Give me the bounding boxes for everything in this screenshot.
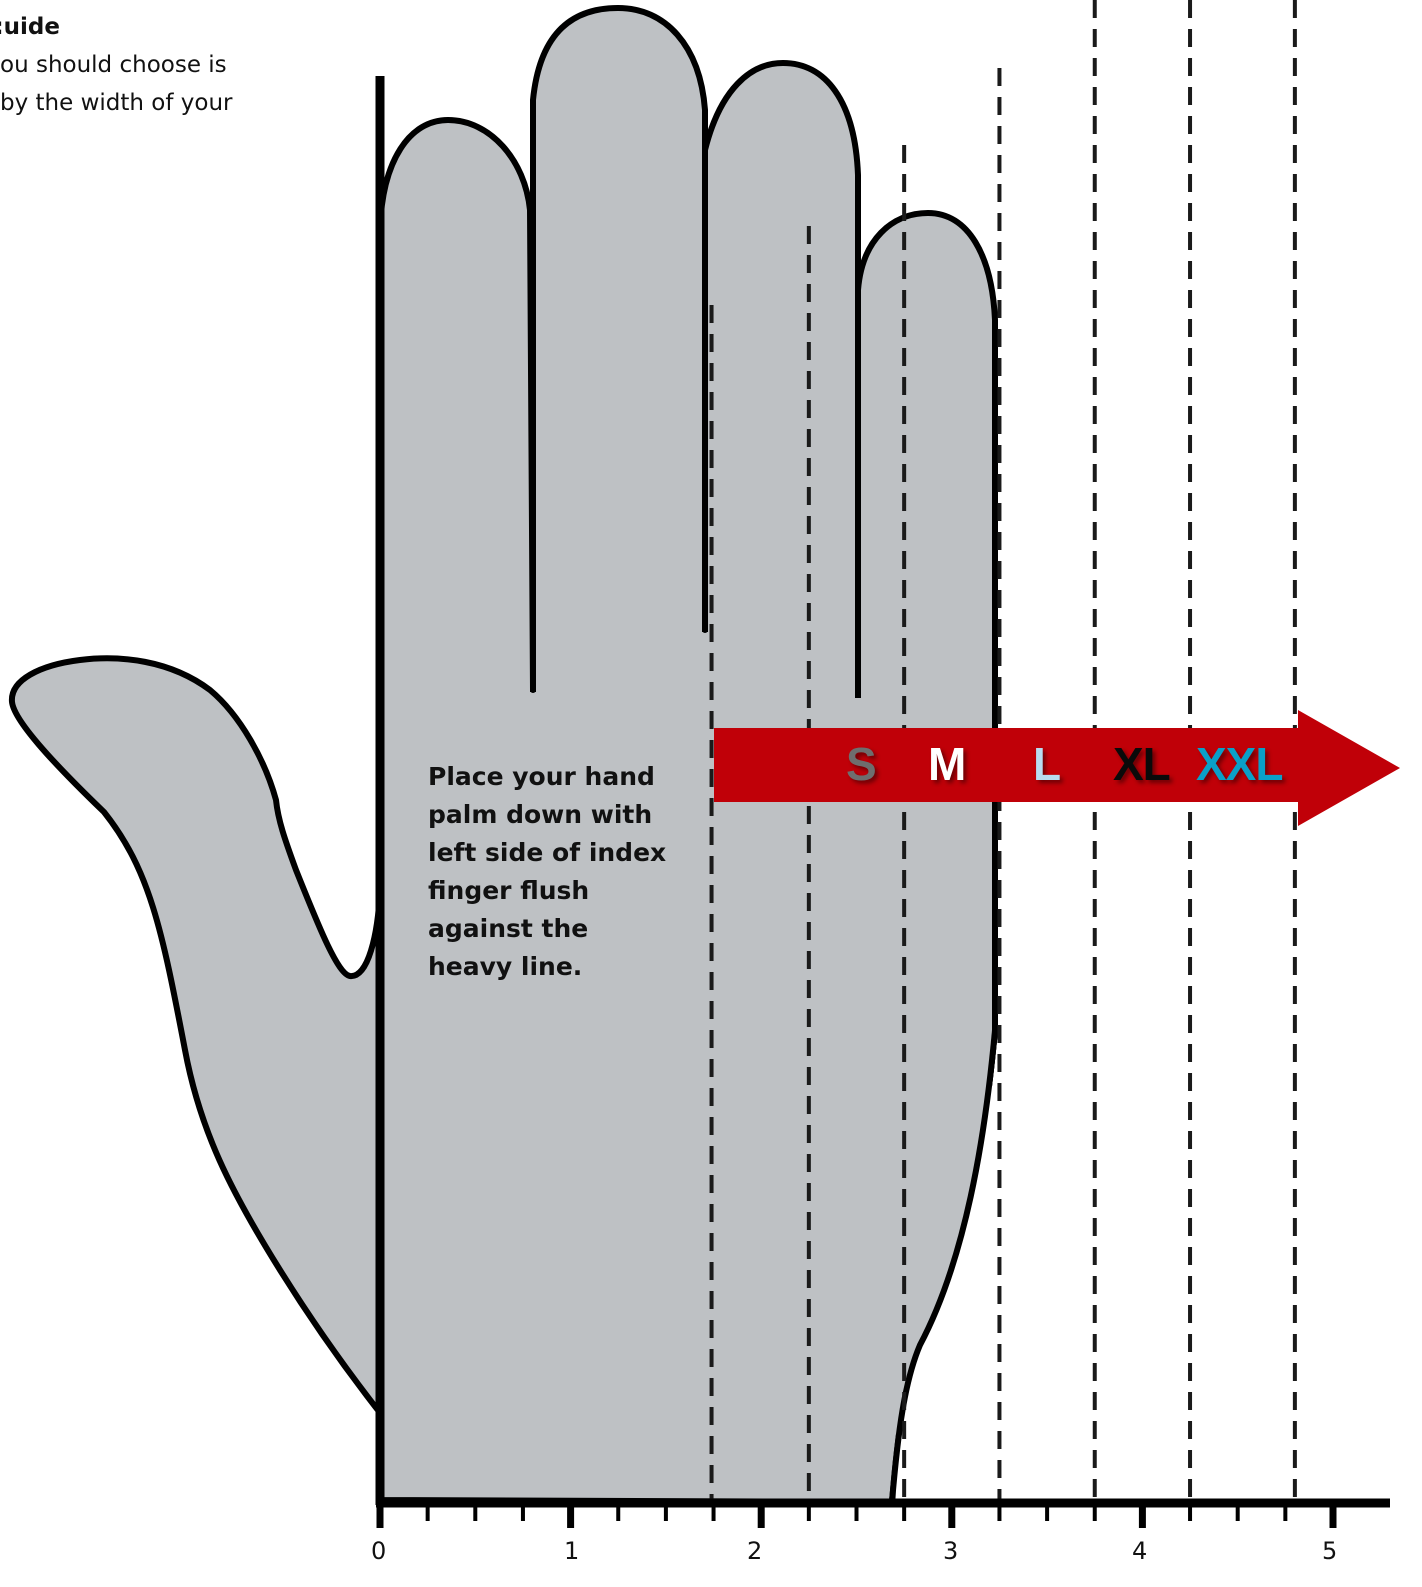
instruction-line: against the	[428, 910, 728, 948]
instruction-line: heavy line.	[428, 948, 728, 986]
guide-text-line: ou should choose is	[0, 46, 270, 84]
ruler-label-3: 3	[943, 1536, 958, 1566]
ruler-label-2: 2	[747, 1536, 762, 1566]
instruction-line: Place your hand	[428, 758, 728, 796]
ruler-label-4: 4	[1132, 1536, 1147, 1566]
size-label-xl: XL	[1113, 736, 1170, 792]
instructions-text: Place your hand palm down with left side…	[428, 758, 728, 986]
guide-text-line: by the width of your	[0, 84, 270, 122]
instruction-line: left side of index	[428, 834, 728, 872]
size-label-xxl: XXL	[1196, 736, 1282, 792]
instruction-line: finger flush	[428, 872, 728, 910]
guide-heading: uide:	[0, 10, 60, 44]
size-label-s: S	[846, 736, 876, 792]
ruler-label-0: 0	[371, 1536, 386, 1566]
size-label-m: M	[928, 736, 965, 792]
size-label-l: L	[1033, 736, 1060, 792]
ruler-label-5: 5	[1322, 1536, 1337, 1566]
instruction-line: palm down with	[428, 796, 728, 834]
guide-text: ou should choose is by the width of your	[0, 46, 270, 122]
ruler-label-1: 1	[564, 1536, 579, 1566]
